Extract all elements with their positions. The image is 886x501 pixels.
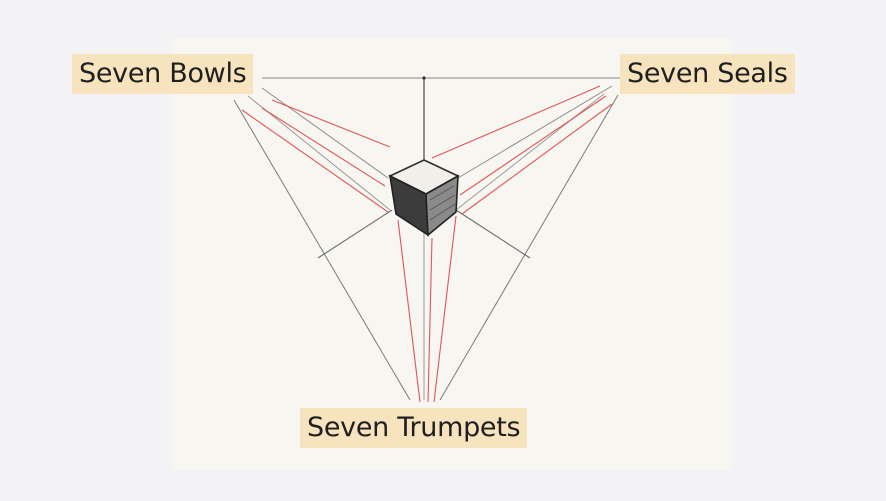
red-line-right-3 (462, 104, 612, 214)
cube (390, 160, 458, 235)
vanishing-point-label-left: Seven Bowls (72, 54, 253, 94)
vanishing-point-top-mark (422, 76, 425, 79)
red-line-bottom-3 (434, 216, 456, 402)
red-line-left-2 (262, 108, 385, 186)
right-outer-guide (440, 95, 618, 400)
red-line-right-2 (460, 96, 606, 195)
gray-line-left-1 (262, 88, 388, 178)
vanishing-point-label-bottom: Seven Trumpets (300, 408, 527, 448)
red-line-left-1 (272, 100, 390, 147)
red-line-bottom-1 (398, 220, 420, 402)
red-line-right-1 (432, 86, 600, 158)
gray-line-right-2 (456, 94, 604, 210)
lower-right-extension (456, 210, 530, 258)
vanishing-point-label-right: Seven Seals (620, 54, 795, 94)
lower-left-extension (318, 210, 392, 258)
red-line-bottom-2 (428, 238, 432, 402)
gray-line-right-1 (458, 86, 612, 178)
